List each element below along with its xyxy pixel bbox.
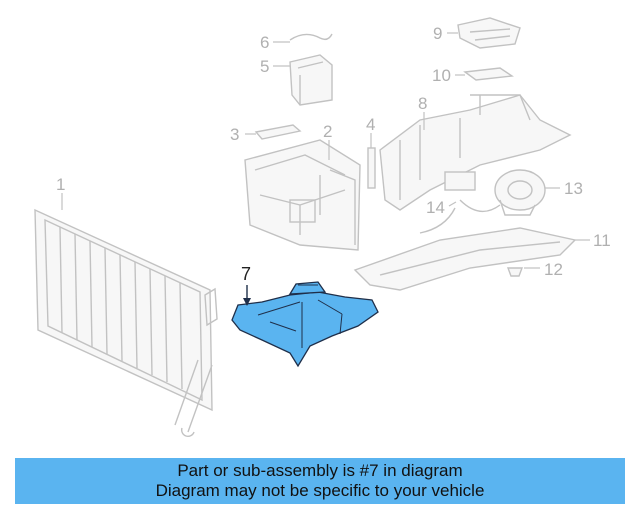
callout-11: 11 — [593, 231, 611, 250]
part-4-rod — [367, 147, 376, 189]
part-8-blower-housing — [379, 94, 572, 211]
callout-1: 1 — [56, 175, 66, 194]
callout-8: 8 — [418, 94, 428, 113]
part-5-duct-adapter — [289, 54, 333, 106]
callout-3: 3 — [230, 125, 240, 144]
callout-5: 5 — [260, 57, 270, 76]
part-2-heater-case — [244, 139, 361, 251]
part-7-duct-highlighted — [231, 281, 379, 368]
callout-14: 14 — [426, 198, 445, 217]
info-banner: Part or sub-assembly is #7 in diagram Di… — [15, 458, 625, 504]
callout-4: 4 — [366, 115, 376, 134]
part-10-seal — [463, 67, 514, 81]
banner-line-1: Part or sub-assembly is #7 in diagram — [177, 461, 463, 480]
callout-9: 9 — [433, 24, 443, 43]
parts-diagram — [34, 17, 590, 438]
callout-13: 13 — [564, 179, 583, 198]
leader-7-arrow — [243, 298, 251, 306]
part-14-connector — [419, 171, 501, 234]
part-1-heater-core — [34, 208, 218, 438]
callout-2: 2 — [323, 122, 333, 141]
callout-7: 7 — [241, 264, 252, 284]
callout-6: 6 — [260, 33, 270, 52]
banner-line-2: Diagram may not be specific to your vehi… — [155, 481, 485, 500]
leader-14 — [448, 201, 457, 207]
part-3-gasket — [254, 124, 302, 140]
callout-12: 12 — [544, 260, 563, 279]
part-6-hose — [289, 33, 333, 41]
part-13-blower-motor — [494, 169, 546, 216]
part-12-clip — [506, 267, 524, 277]
part-11-panel — [353, 227, 577, 291]
callout-10: 10 — [432, 66, 451, 85]
part-9-actuator — [457, 17, 521, 49]
